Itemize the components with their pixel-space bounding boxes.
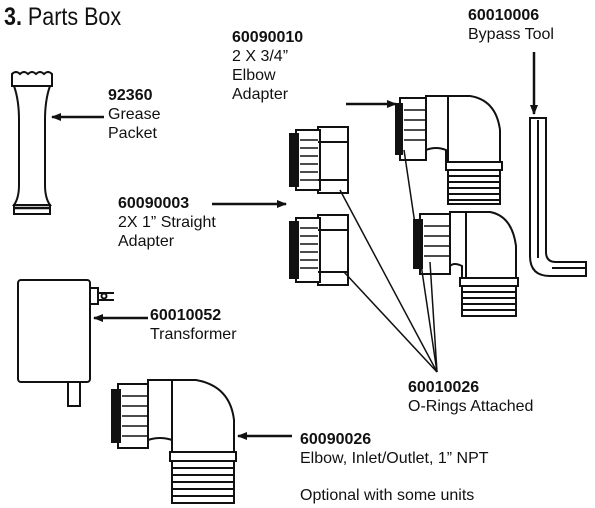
- transformer-part-number: 60010052: [150, 307, 222, 324]
- straight-adapter-line1: 2X 1” Straight: [118, 214, 216, 231]
- orings-part-number: 60010026: [408, 379, 480, 396]
- section-heading: 3. Parts Box: [4, 2, 121, 32]
- bypass-tool-line1: Bypass Tool: [468, 26, 554, 43]
- transformer-drawing: [17, 279, 114, 407]
- transformer-label: 60010052 Transformer: [150, 306, 237, 344]
- orings-line1: O-Rings Attached: [408, 398, 534, 415]
- elbow-npt-part-number: 60090026: [300, 431, 372, 448]
- elbow-adapter-line2: Elbow: [232, 67, 276, 84]
- grease-part-number: 92360: [108, 87, 153, 104]
- grease-label: 92360 Grease Packet: [108, 86, 160, 143]
- orings-label: 60010026 O-Rings Attached: [408, 378, 533, 416]
- straight-adapter-label: 60090003 2X 1” Straight Adapter: [118, 194, 216, 251]
- transformer-line1: Transformer: [150, 326, 237, 343]
- straight-adapter-part-number: 60090003: [118, 195, 190, 212]
- elbow-npt-drawing: [111, 379, 237, 504]
- straight-adapter-bottom-drawing: [289, 214, 349, 286]
- orings-leader-lines: [339, 149, 438, 373]
- grease-desc-line2: Packet: [108, 125, 157, 142]
- section-number: 3.: [4, 3, 22, 31]
- elbow-npt-line1: Elbow, Inlet/Outlet, 1” NPT: [300, 450, 489, 467]
- section-title: Parts Box: [27, 3, 122, 31]
- straight-adapter-top-drawing: [289, 126, 349, 194]
- grease-desc-line1: Grease: [108, 106, 161, 123]
- bypass-tool-drawing: [529, 117, 587, 277]
- elbow-adapter-line1: 2 X 3/4”: [232, 48, 289, 65]
- elbow-adapter-top-drawing: [395, 95, 503, 205]
- elbow-adapter-line3: Adapter: [232, 86, 289, 103]
- straight-adapter-line2: Adapter: [118, 233, 175, 250]
- bypass-tool-part-number: 60010006: [468, 7, 540, 24]
- elbow-adapter-lower-drawing: [413, 211, 519, 317]
- grease-packet-drawing: [11, 71, 53, 215]
- elbow-npt-note: Optional with some units: [300, 487, 475, 504]
- elbow-adapter-part-number: 60090010: [232, 29, 304, 46]
- elbow-adapter-label: 60090010 2 X 3/4” Elbow Adapter: [232, 28, 303, 104]
- bypass-tool-label: 60010006 Bypass Tool: [468, 6, 554, 44]
- elbow-npt-label: 60090026 Elbow, Inlet/Outlet, 1” NPT: [300, 430, 489, 468]
